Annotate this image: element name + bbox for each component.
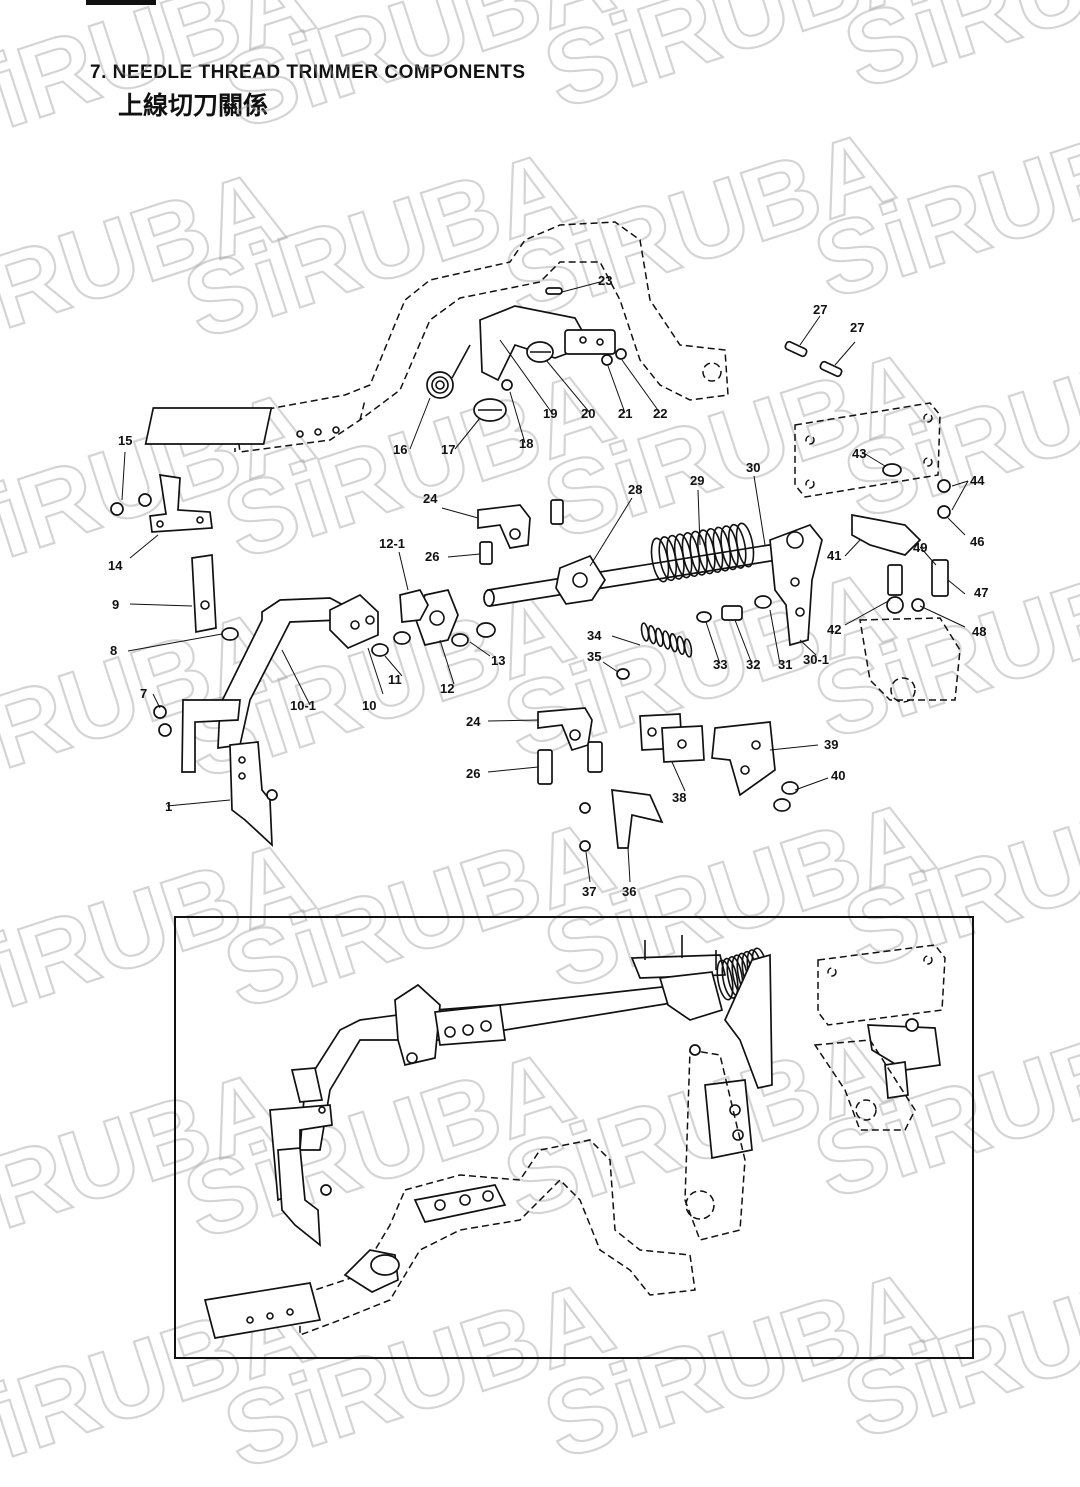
callout-label: 17	[441, 442, 455, 457]
screws-13	[451, 622, 496, 647]
callout-label: 36	[622, 884, 636, 899]
section-title: 7. NEEDLE THREAD TRIMMER COMPONENTS	[90, 62, 526, 83]
spring-coil	[727, 523, 747, 569]
spring-coil	[721, 957, 739, 999]
callout-label: 48	[972, 624, 986, 639]
callout-label: 47	[974, 585, 988, 600]
bracket-14	[149, 473, 213, 533]
screw-26-upper	[479, 499, 564, 565]
screw-17	[473, 398, 507, 422]
callout-label: 49	[913, 540, 927, 555]
callout-label: 1	[165, 799, 172, 814]
callout-label: 24	[423, 491, 438, 506]
spring-coil	[735, 522, 755, 568]
right-plate-phantom	[794, 402, 941, 498]
callout-label: 31	[778, 657, 792, 672]
callout-label: 10	[362, 698, 376, 713]
callout-label: 12-1	[379, 536, 405, 551]
callout-label: 41	[827, 548, 841, 563]
callout-label: 18	[519, 436, 533, 451]
plate-9	[191, 554, 217, 634]
callout-label: 13	[491, 653, 505, 668]
watermark-text: SiRUBA	[831, 0, 1080, 112]
callout-label: 19	[543, 406, 557, 421]
callout-label: 26	[466, 766, 480, 781]
collar-10	[329, 593, 379, 650]
parts-41-49	[851, 463, 961, 703]
callout-label: 44	[970, 473, 985, 488]
callout-label: 46	[970, 534, 984, 549]
callout-label: 12	[440, 681, 454, 696]
bracket-24-lower	[537, 707, 593, 752]
screw-15	[110, 493, 152, 516]
screw-20	[526, 341, 554, 363]
callout-label: 40	[831, 768, 845, 783]
arm-casting-phantom	[144, 221, 729, 453]
spring-16	[426, 344, 471, 399]
callout-label: 7	[140, 686, 147, 701]
callout-label: 16	[393, 442, 407, 457]
small-screws-arm	[501, 287, 627, 391]
spring-coil	[683, 638, 693, 658]
section-title-chinese: 上線切刀關係	[118, 91, 269, 120]
spring-29	[650, 522, 755, 583]
callout-label: 20	[581, 406, 595, 421]
callout-label: 42	[827, 622, 841, 637]
screws-31-33	[616, 595, 772, 680]
screw-26-lower	[537, 741, 603, 785]
callout-label: 14	[108, 558, 123, 573]
bracket-24-upper	[477, 504, 531, 549]
callout-label: 30-1	[803, 652, 829, 667]
assembled-view-frame	[174, 916, 974, 1359]
screws-40	[773, 781, 799, 812]
callout-label: 32	[746, 657, 760, 672]
callout-label: 28	[628, 482, 642, 497]
pins-27	[784, 340, 843, 378]
spring-coil	[716, 959, 734, 1001]
callout-label: 38	[672, 790, 686, 805]
callout-label: 35	[587, 649, 601, 664]
callout-label: 15	[118, 433, 132, 448]
callout-label: 30	[746, 460, 760, 475]
callout-label: 8	[110, 643, 117, 658]
spring-34	[640, 622, 693, 658]
callout-label: 39	[824, 737, 838, 752]
callout-label: 43	[852, 446, 866, 461]
callout-label: 37	[582, 884, 596, 899]
callout-label: 33	[713, 657, 727, 672]
callout-label: 21	[618, 406, 632, 421]
top-edge-mark	[86, 0, 156, 5]
callout-label: 22	[653, 406, 667, 421]
collar-12-1	[399, 589, 429, 623]
lever-30	[769, 523, 823, 647]
screw-7	[153, 705, 172, 737]
screws-11	[371, 631, 411, 657]
knife-1	[229, 741, 278, 848]
callout-label: 27	[850, 320, 864, 335]
part-36	[579, 789, 664, 852]
callout-label: 34	[587, 628, 602, 643]
leader-lines	[121, 281, 969, 883]
callout-label: 24	[466, 714, 481, 729]
callout-label: 27	[813, 302, 827, 317]
callout-label: 9	[112, 597, 119, 612]
callout-label: 23	[598, 273, 612, 288]
arm-end-block	[144, 407, 340, 445]
callout-label: 29	[690, 473, 704, 488]
callout-label: 26	[425, 549, 439, 564]
callout-label: 11	[388, 672, 402, 687]
callout-label: 10-1	[290, 698, 316, 713]
bracket-39	[711, 721, 776, 797]
plates-38	[639, 713, 705, 763]
screw-8	[221, 627, 239, 641]
